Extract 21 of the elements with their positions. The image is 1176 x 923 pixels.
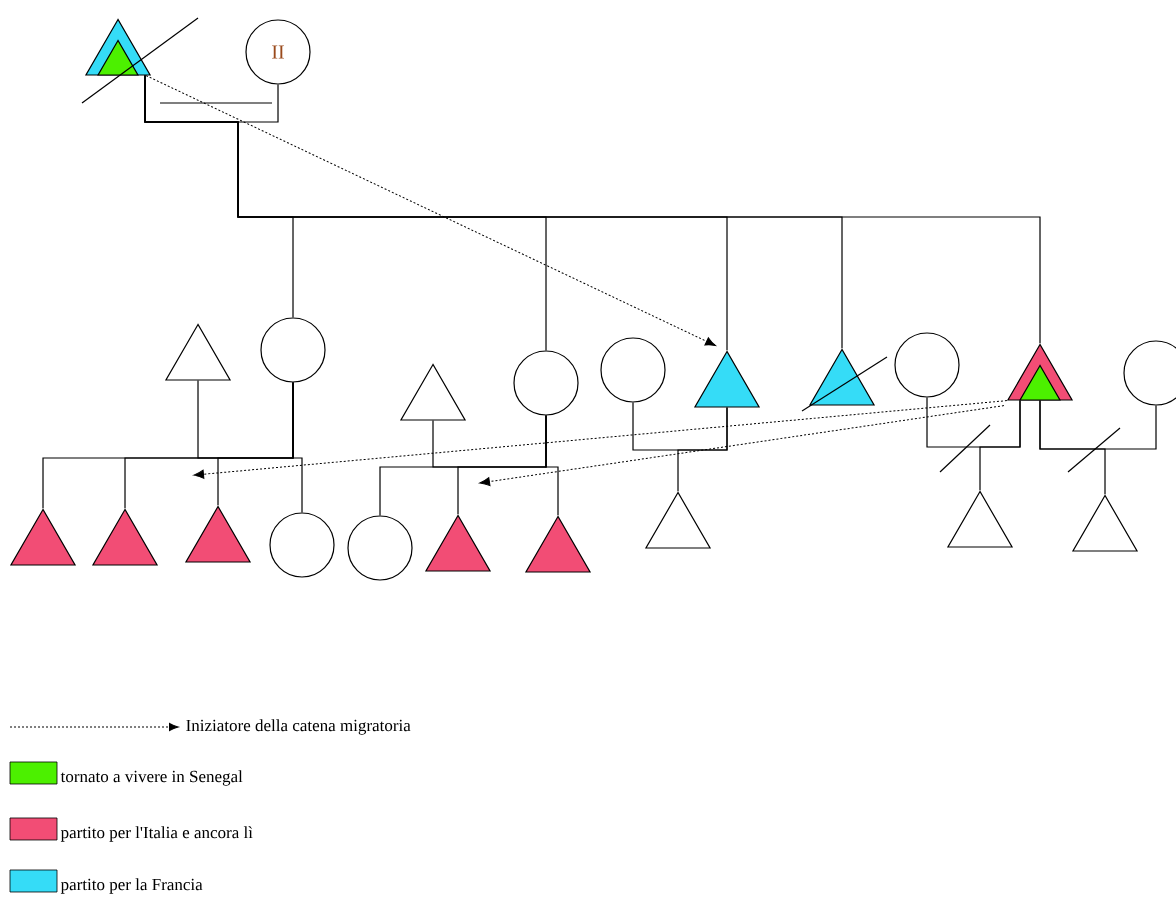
legend-text: Iniziatore della catena migratoria: [186, 719, 411, 735]
family-line: [144, 75, 1041, 344]
family-line: [1039, 400, 1106, 495]
family-line: [292, 382, 303, 513]
family-line: [677, 407, 728, 492]
migration-arrow: [479, 405, 1005, 487]
female-symbol: [347, 515, 413, 581]
female-symbol: [894, 332, 960, 398]
female-symbol: [260, 317, 326, 383]
family-line: [545, 415, 559, 516]
legend-text: tornato a vivere in Senegal: [60, 770, 243, 786]
female-symbol: [600, 337, 666, 403]
female-symbol: [269, 512, 335, 578]
male-symbol: [81, 17, 199, 104]
male-symbol: [801, 348, 888, 412]
female-symbol: [513, 350, 579, 416]
legend-text: partito per l'Italia e ancora lì: [60, 826, 253, 842]
migration-arrow: [193, 400, 1008, 479]
family-line: [979, 400, 1021, 491]
female-symbol: [1123, 340, 1176, 406]
legend-text: partito per la Francia: [60, 878, 203, 894]
